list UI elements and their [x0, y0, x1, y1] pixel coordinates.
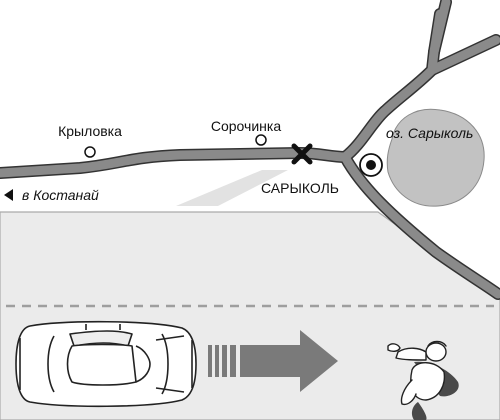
lake-sarykol — [386, 108, 485, 207]
village-label-krylovka: Крыловка — [58, 123, 122, 139]
incident-place-label: САРЫКОЛЬ — [261, 180, 339, 196]
right-arrow-icon — [208, 330, 338, 392]
lake-label: оз. Сарыколь — [386, 125, 473, 141]
village-marker-krylovka — [84, 146, 96, 158]
direction-arrow-icon — [4, 189, 13, 201]
village-marker-sorochinka — [255, 134, 267, 146]
cross-icon — [291, 143, 313, 165]
car-top-view-icon — [15, 320, 197, 408]
village-label-sorochinka: Сорочинка — [211, 118, 281, 134]
zoom-connector — [176, 170, 288, 206]
road-network — [0, 0, 500, 300]
pedestrian-icon — [387, 340, 459, 420]
concentric-circle-icon — [359, 153, 383, 177]
direction-label: в Костанай — [22, 187, 99, 203]
